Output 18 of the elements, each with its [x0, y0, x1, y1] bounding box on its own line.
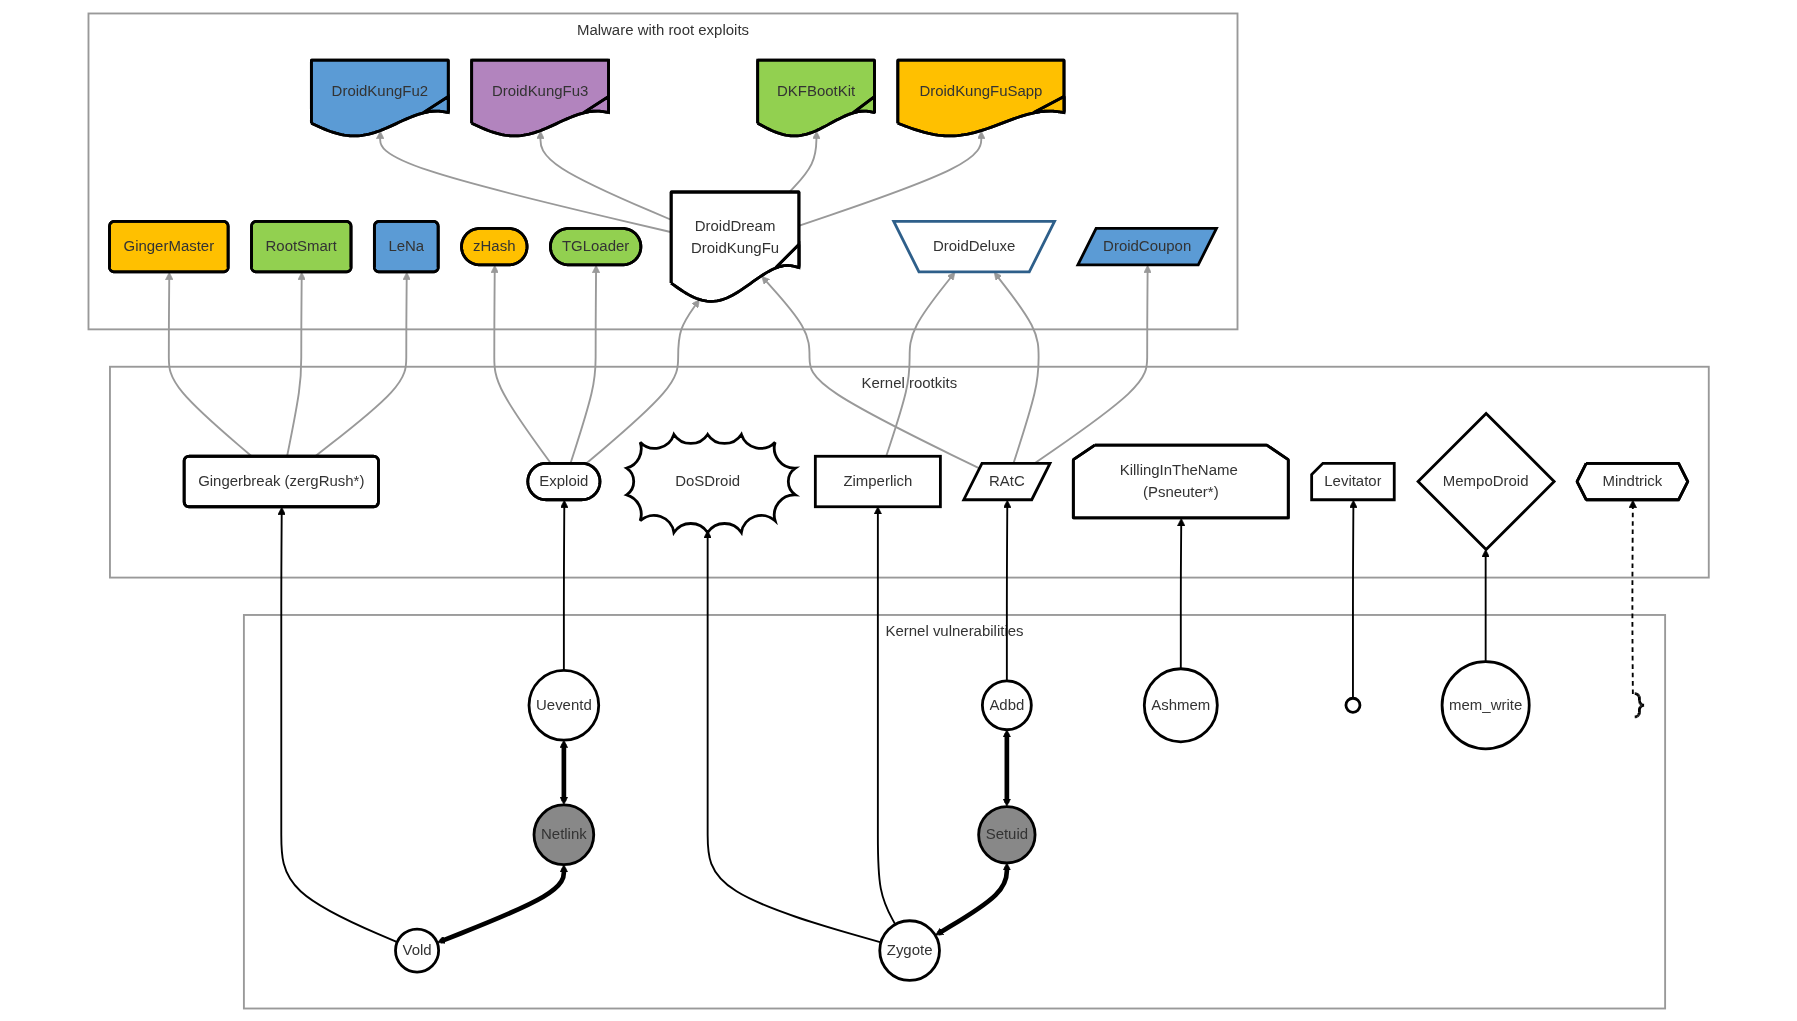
node-circle: Netlink	[532, 803, 595, 866]
node-circle: Ashmem	[1142, 666, 1219, 743]
node-circle: Zygote	[878, 918, 941, 982]
arrow	[798, 130, 986, 227]
arrow	[1349, 499, 1358, 699]
arrow	[935, 862, 1011, 935]
arrow	[1628, 499, 1637, 695]
arrow	[560, 499, 569, 671]
node-circle: Ueventd	[527, 668, 600, 742]
arrow	[559, 739, 568, 805]
node-circle	[1344, 696, 1362, 714]
node-circle: Adbd	[980, 678, 1033, 731]
node-diamond: MempoDroid	[1415, 411, 1556, 552]
node-bracket	[1633, 691, 1646, 718]
node-circle: Vold	[393, 927, 440, 974]
node-circle: Setuid	[977, 804, 1037, 864]
node-box: Zimperlich	[813, 454, 942, 508]
node-circle: mem_write	[1440, 659, 1531, 750]
